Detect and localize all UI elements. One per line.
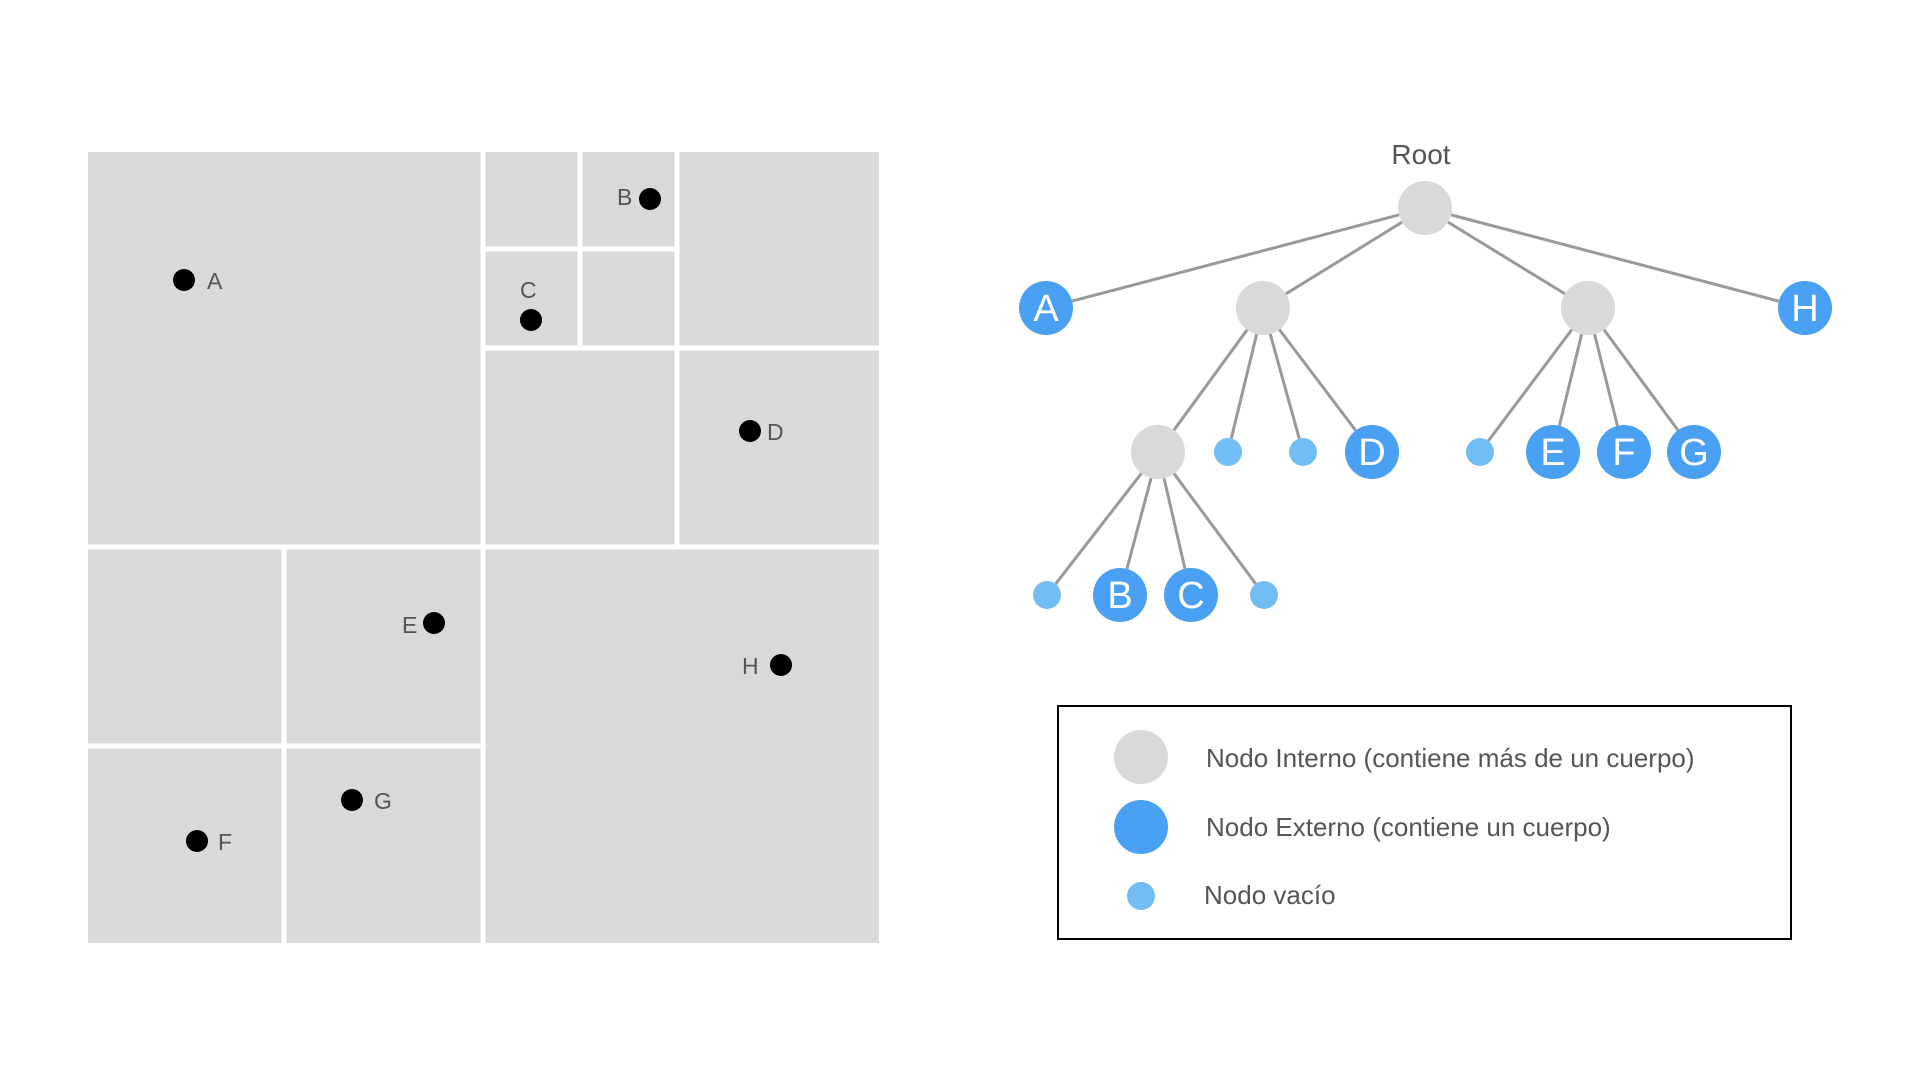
legend: Nodo Interno (contiene más de un cuerpo)… [1057, 705, 1792, 940]
tree-node-external [1093, 568, 1147, 622]
tree-node-external [1019, 281, 1073, 335]
partition-dividers [88, 152, 879, 943]
tree-edge [1487, 328, 1574, 442]
tree-node-label: C [1177, 575, 1204, 617]
tree-node-empty [1214, 438, 1242, 466]
tree-node-label: H [1791, 288, 1818, 330]
point-dot [186, 830, 208, 852]
tree-edge [1447, 220, 1566, 296]
body-point-h: H [742, 653, 792, 679]
point-label: H [742, 653, 759, 679]
tree-node-external [1345, 425, 1399, 479]
tree-node-internal [1236, 281, 1290, 335]
tree-node-label: F [1612, 432, 1635, 474]
point-dot [423, 612, 445, 634]
space-partition-panel: A B C D E F G H [88, 152, 879, 943]
tree-node-external [1164, 568, 1218, 622]
tree-edge [1162, 477, 1187, 570]
tree-edge [1450, 213, 1780, 303]
tree-edge [1593, 333, 1619, 427]
point-label: F [218, 829, 232, 855]
tree-node-external [1778, 281, 1832, 335]
legend-empty-swatch [1127, 882, 1155, 910]
tree-edge [1229, 333, 1259, 439]
legend-internal-label: Nodo Interno (contiene más de un cuerpo) [1206, 743, 1695, 773]
root-label: Root [1391, 139, 1450, 170]
point-dot [639, 188, 661, 210]
point-dot [520, 309, 542, 331]
body-point-d: D [739, 419, 784, 445]
tree-node-label: D [1358, 432, 1385, 474]
tree-edge [1125, 477, 1153, 570]
tree-node-empty [1466, 438, 1494, 466]
legend-external-label: Nodo Externo (contiene un cuerpo) [1206, 812, 1611, 842]
body-point-f: F [186, 829, 232, 855]
tree-node-internal [1131, 425, 1185, 479]
tree-edge [1602, 328, 1680, 432]
tree-node-label: B [1107, 575, 1132, 617]
tree-node-empty [1289, 438, 1317, 466]
tree-edges [1054, 213, 1780, 585]
point-dot [341, 789, 363, 811]
tree-node-internal [1398, 181, 1452, 235]
point-dot [739, 420, 761, 442]
tree-node-empty [1033, 581, 1061, 609]
point-label: A [207, 268, 223, 294]
body-point-c: C [520, 277, 542, 331]
tree-edge [1172, 472, 1257, 585]
tree-node-empty [1250, 581, 1278, 609]
legend-empty-label: Nodo vacío [1204, 880, 1336, 910]
body-point-g: G [341, 788, 392, 814]
point-label: G [374, 788, 392, 814]
legend-box [1057, 705, 1792, 940]
legend-external-swatch [1114, 800, 1168, 854]
tree-node-label: E [1540, 432, 1565, 474]
point-label: E [402, 612, 417, 638]
tree-edge [1285, 220, 1403, 296]
point-label: D [767, 419, 784, 445]
point-label: C [520, 277, 537, 303]
tree-node-external [1597, 425, 1651, 479]
body-point-b: B [617, 184, 661, 210]
tree-nodes: A H D E F G B C [1019, 181, 1832, 622]
tree-edge [1278, 328, 1357, 432]
tree-edge [1172, 328, 1249, 432]
tree-node-label: A [1033, 288, 1059, 330]
point-dot [173, 269, 195, 291]
tree-edge [1054, 472, 1143, 585]
legend-internal-swatch [1114, 730, 1168, 784]
tree-node-internal [1561, 281, 1615, 335]
body-point-e: E [402, 612, 445, 638]
tree-edge [1071, 213, 1400, 303]
tree-node-external [1526, 425, 1580, 479]
tree-node-external [1667, 425, 1721, 479]
body-point-a: A [173, 268, 223, 294]
quadtree-panel: Root A H D E F G B C [1019, 139, 1832, 622]
point-label: B [617, 184, 632, 210]
tree-edge [1557, 333, 1584, 427]
tree-edge [1268, 333, 1301, 439]
point-dot [770, 654, 792, 676]
tree-node-label: G [1679, 432, 1709, 474]
